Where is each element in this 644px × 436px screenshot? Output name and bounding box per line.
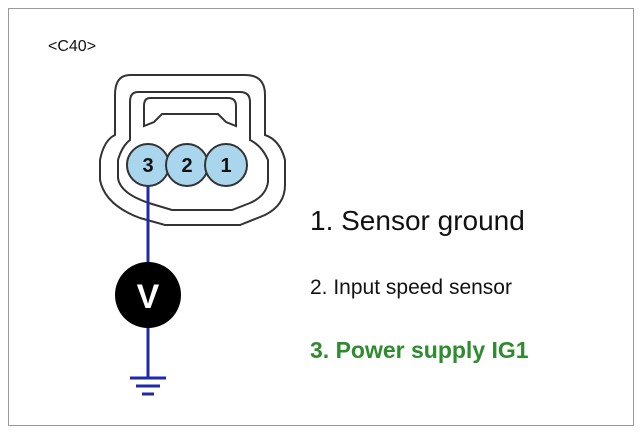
legend-item-sensor-ground: 1. Sensor ground bbox=[310, 205, 525, 236]
diagram-frame bbox=[8, 8, 634, 426]
pin-1-label: 1 bbox=[220, 155, 231, 177]
legend-item-input-speed-sensor: 2. Input speed sensor bbox=[310, 276, 512, 299]
pin-3: 3 bbox=[126, 143, 170, 187]
legend-item-power-supply: 3. Power supply IG1 bbox=[310, 337, 529, 363]
connector-latch bbox=[143, 97, 237, 128]
ground-icon bbox=[130, 376, 166, 396]
connector-id: <C40> bbox=[48, 38, 97, 55]
pin-1: 1 bbox=[204, 143, 248, 187]
connector-inner-outline bbox=[117, 91, 269, 211]
voltmeter-label: V bbox=[137, 278, 160, 316]
voltmeter-circle bbox=[115, 262, 181, 328]
pin-3-label: 3 bbox=[142, 155, 153, 177]
pin-2-label: 2 bbox=[181, 155, 192, 177]
pin-1-circle bbox=[204, 143, 248, 187]
pin-2: 2 bbox=[165, 143, 209, 187]
voltmeter: V bbox=[115, 262, 181, 328]
